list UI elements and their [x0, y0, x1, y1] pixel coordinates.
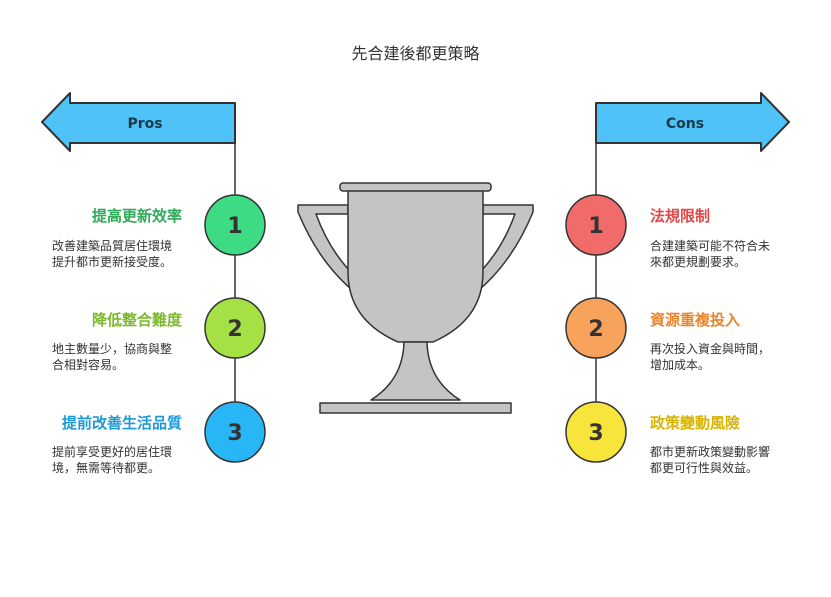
cons-item-2-desc-line-1: 再次投入資金與時間，: [650, 342, 771, 356]
pros-item-1-desc-line-2: 提升都市更新接受度。: [52, 255, 173, 269]
cons-item-3-desc-line-2: 都更可行性與效益。: [650, 461, 759, 475]
cons-item-3-number: 3: [588, 421, 603, 446]
diagram-title: 先合建後都更策略: [351, 44, 480, 63]
cons-label: Cons: [666, 116, 704, 132]
pros-item-1-desc-line-1: 改善建築品質居住環境: [52, 239, 173, 253]
pros-item-3-desc-line-1: 提前享受更好的居住環: [52, 445, 173, 459]
cons-arrow: Cons: [595, 92, 790, 152]
cons-item-1-heading: 法規限制: [650, 207, 711, 225]
cons-item-1-desc-line-2: 來都更規劃要求。: [650, 255, 747, 269]
pros-item-1-number: 1: [227, 214, 242, 239]
cons-item-1-desc-line-1: 合建建築可能不符合未: [650, 239, 771, 253]
pros-item-1-circle: 1: [204, 194, 266, 256]
cons-item-2-circle: 2: [565, 297, 627, 359]
cons-item-3-description: 都市更新政策變動影響 都更可行性與效益。: [650, 444, 770, 476]
cons-item-3-heading: 政策變動風險: [650, 414, 741, 432]
cons-item-2-desc-line-2: 增加成本。: [650, 358, 711, 372]
pros-label: Pros: [127, 116, 162, 132]
pros-arrow: Pros: [41, 92, 236, 152]
cons-item-1-circle: 1: [565, 194, 627, 256]
pros-item-2-desc-line-2: 合相對容易。: [52, 358, 125, 372]
pros-item-1-heading: 提高更新效率: [91, 207, 182, 225]
trophy-icon: [297, 182, 534, 414]
cons-item-1-description: 合建建築可能不符合未 來都更規劃要求。: [650, 238, 770, 270]
pros-item-3-heading: 提前改善生活品質: [61, 414, 182, 432]
cons-item-2-number: 2: [588, 317, 603, 342]
pros-item-3-circle: 3: [204, 401, 266, 463]
cons-item-3-desc-line-1: 都市更新政策變動影響: [650, 445, 771, 459]
cons-item-1-number: 1: [588, 214, 603, 239]
pros-item-3-number: 3: [227, 421, 242, 446]
cons-item-3-circle: 3: [565, 401, 627, 463]
pros-item-2-heading: 降低整合難度: [91, 311, 182, 329]
pros-item-2-number: 2: [227, 317, 242, 342]
pros-item-1-description: 改善建築品質居住環境 提升都市更新接受度。: [52, 238, 172, 270]
pros-item-3-description: 提前享受更好的居住環 境，無需等待都更。: [52, 444, 172, 476]
cons-item-2-description: 再次投入資金與時間， 增加成本。: [650, 341, 770, 373]
pros-item-2-desc-line-1: 地主數量少，協商與整: [52, 342, 173, 356]
pros-item-2-circle: 2: [204, 297, 266, 359]
pros-item-3-desc-line-2: 境，無需等待都更。: [52, 461, 161, 475]
pros-item-2-description: 地主數量少，協商與整 合相對容易。: [52, 341, 172, 373]
cons-item-2-heading: 資源重複投入: [650, 311, 741, 329]
